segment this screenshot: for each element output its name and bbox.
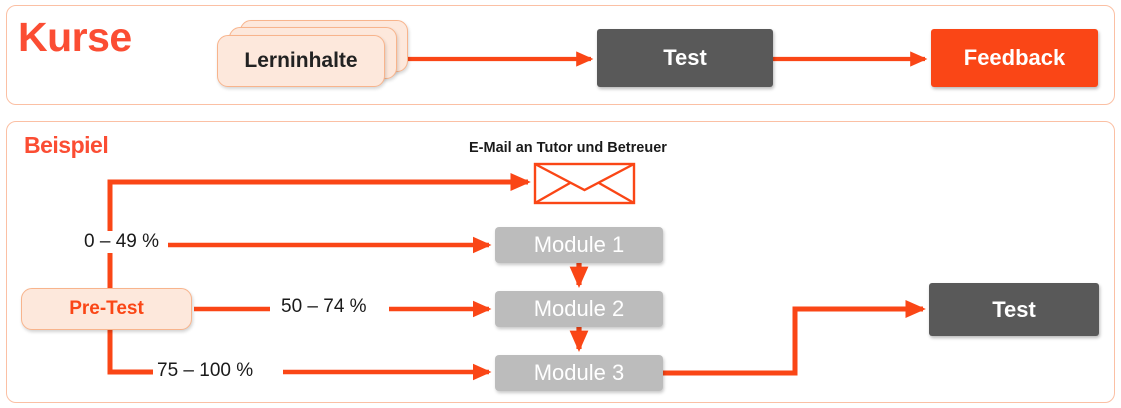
node-test-bottom[interactable]: Test — [929, 283, 1099, 336]
panel-kurse — [6, 5, 1115, 105]
node-module-3[interactable]: Module 3 — [495, 355, 663, 391]
email-caption: E-Mail an Tutor und Betreuer — [469, 140, 667, 156]
edge-label-range-0-49: 0 – 49 % — [80, 231, 163, 253]
panel-title-kurse: Kurse — [18, 14, 132, 60]
panel-title-beispiel: Beispiel — [24, 132, 109, 158]
node-feedback[interactable]: Feedback — [931, 29, 1098, 87]
node-test-top[interactable]: Test — [597, 29, 773, 87]
edge-label-range-75-100: 75 – 100 % — [153, 360, 258, 382]
node-module-1[interactable]: Module 1 — [495, 227, 663, 263]
node-pretest[interactable]: Pre-Test — [21, 288, 192, 330]
edge-label-range-50-74: 50 – 74 % — [277, 296, 371, 318]
lerninhalte-card[interactable]: Lerninhalte — [217, 35, 385, 87]
node-module-2[interactable]: Module 2 — [495, 291, 663, 327]
